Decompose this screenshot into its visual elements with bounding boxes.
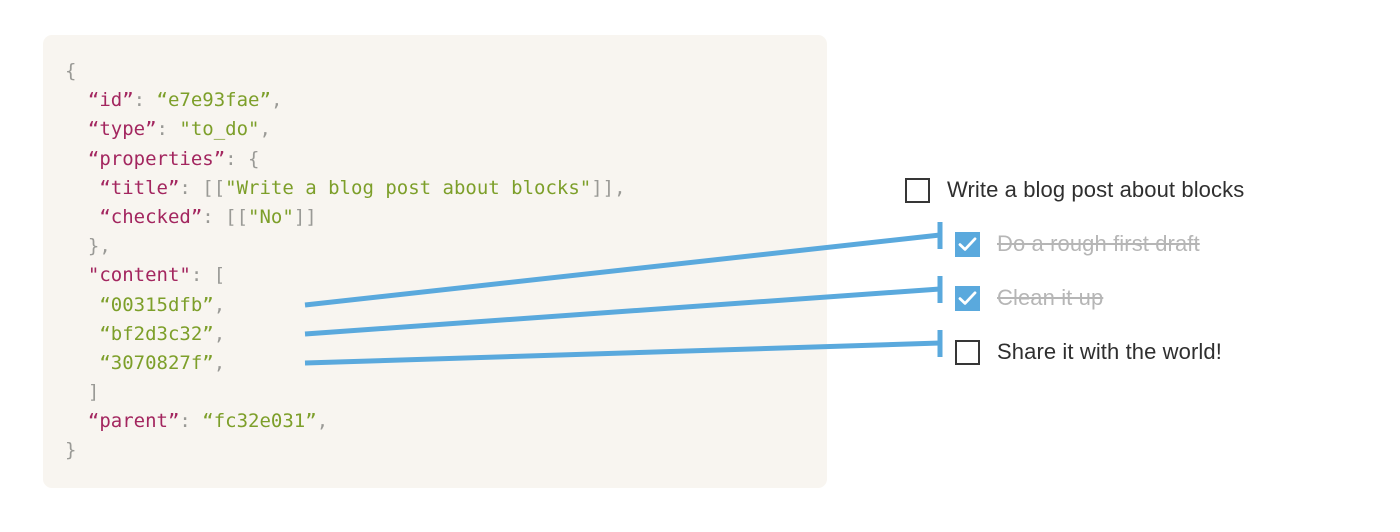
line-parent: “parent”: “fc32e031”, xyxy=(87,410,329,433)
line-close-array: ] xyxy=(65,381,100,404)
line-content-3: “3070827f”, xyxy=(99,351,226,374)
todo-item[interactable]: Clean it up xyxy=(905,271,1335,325)
line-content-1: “00315dfb”, xyxy=(99,293,226,316)
todo-checklist: Write a blog post about blocks Do a rough… xyxy=(905,163,1335,379)
checkbox-checked-icon[interactable] xyxy=(955,231,980,257)
todo-item[interactable]: Do a rough first draft xyxy=(905,217,1335,271)
line-content-2: “bf2d3c32”, xyxy=(99,322,226,345)
line-close-brace: } xyxy=(65,439,77,462)
todo-item-label: Write a blog post about blocks xyxy=(947,177,1245,202)
line-properties: “properties”: { xyxy=(87,147,260,170)
checkbox-unchecked-icon[interactable] xyxy=(955,339,980,365)
line-open-brace: { xyxy=(65,60,77,82)
todo-item-label: Clean it up xyxy=(997,285,1104,310)
checkbox-checked-icon[interactable] xyxy=(955,285,980,311)
line-content: "content": [ xyxy=(87,264,226,287)
line-title: “title”: [["Write a blog post about bloc… xyxy=(99,176,626,199)
json-code-block: { “id”: “e7e93fae”, “type”: "to_do", “pr… xyxy=(65,57,626,466)
line-type: “type”: "to_do", xyxy=(87,118,271,141)
todo-item[interactable]: Write a blog post about blocks xyxy=(905,163,1335,217)
checkbox-unchecked-icon[interactable] xyxy=(905,177,930,203)
line-id: “id”: “e7e93fae”, xyxy=(87,89,283,112)
todo-item-label: Share it with the world! xyxy=(997,339,1222,364)
todo-item[interactable]: Share it with the world! xyxy=(905,325,1335,379)
json-code-panel: { “id”: “e7e93fae”, “type”: "to_do", “pr… xyxy=(43,35,827,488)
todo-item-label: Do a rough first draft xyxy=(997,231,1200,256)
line-checked: “checked”: [["No"]] xyxy=(99,205,317,228)
line-close-props: }, xyxy=(65,235,111,258)
